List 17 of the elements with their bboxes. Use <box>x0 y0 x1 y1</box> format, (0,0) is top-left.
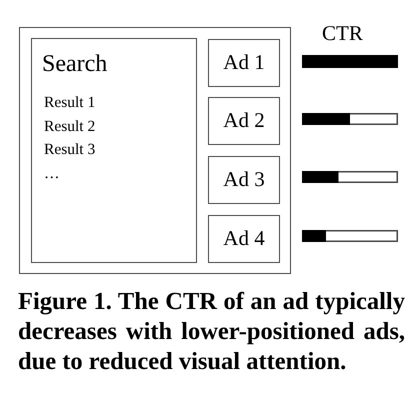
page-frame <box>19 27 291 274</box>
result-text: Result 3 <box>44 141 96 158</box>
ad-box <box>208 156 280 204</box>
ad-label: Ad 3 <box>223 168 265 192</box>
ad-label: Ad 4 <box>223 227 265 251</box>
search-panel <box>31 38 197 263</box>
ad-box <box>208 39 280 87</box>
ellipsis-text: … <box>44 164 60 182</box>
result-text: Result 2 <box>44 118 96 135</box>
result-text: Result 1 <box>44 94 96 112</box>
figure-caption: Figure 1. The CTR of an ad typically decreases with lower-positioned ads, due to reduced visual attention. <box>18 287 405 377</box>
ad-box <box>208 97 280 145</box>
ad-label: Ad 2 <box>223 109 265 133</box>
ad-label: Ad 1 <box>223 51 265 75</box>
ad-box <box>208 215 280 263</box>
search-heading: Search <box>42 51 108 78</box>
column-heading: CTR <box>322 22 363 46</box>
